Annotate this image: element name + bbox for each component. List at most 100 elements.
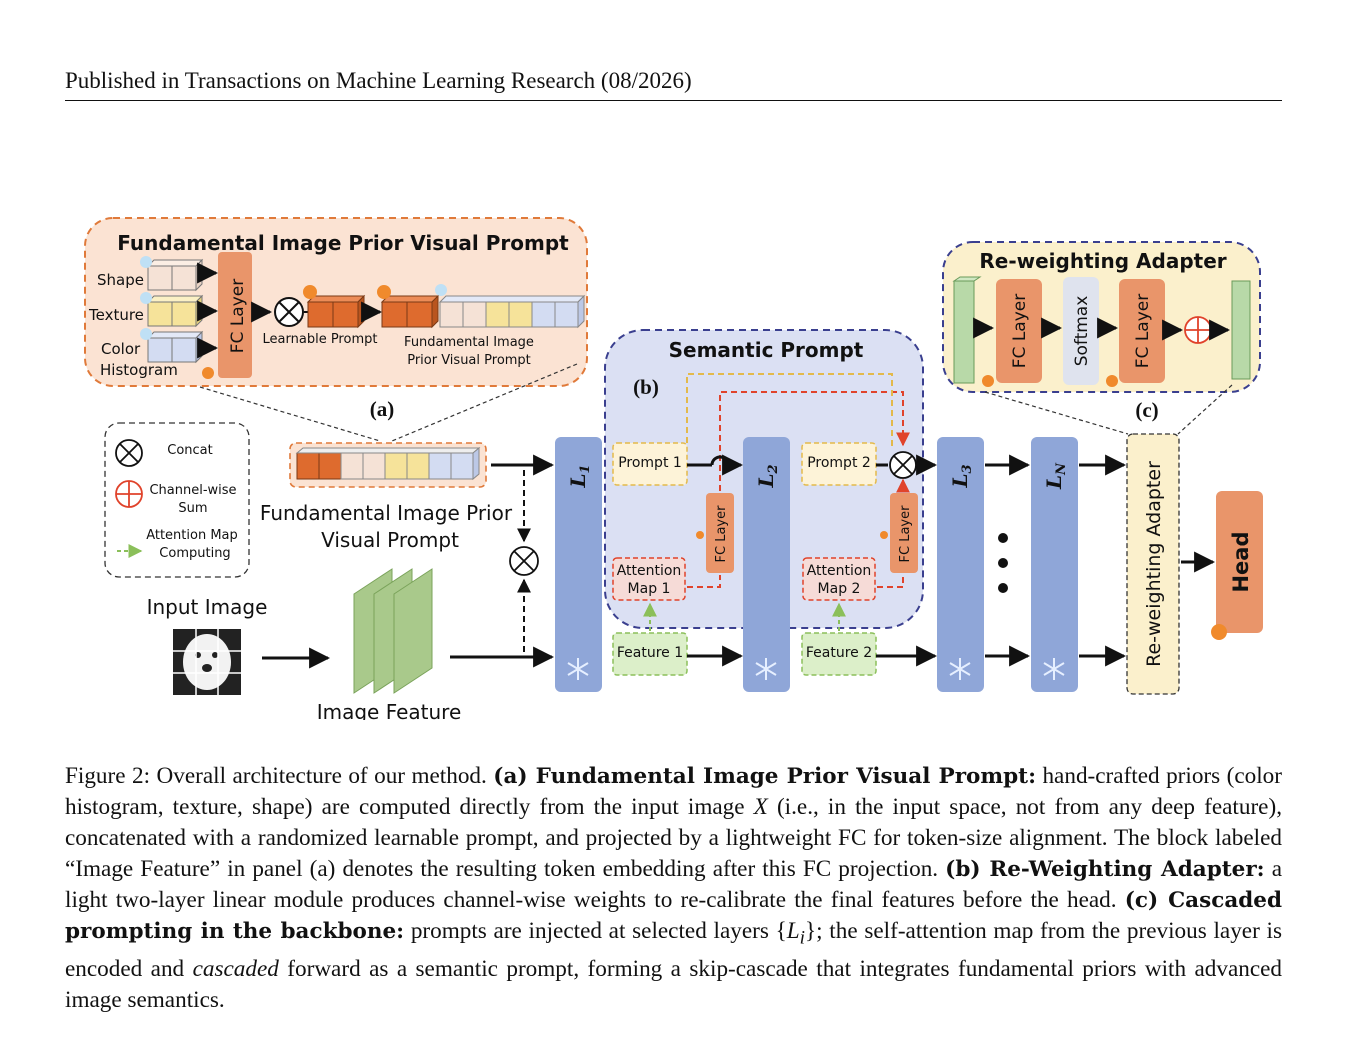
adapter-softmax-label: Softmax xyxy=(1072,296,1092,367)
caption-text: a light two-layer linear module produces… xyxy=(65,856,1282,913)
fire-icon xyxy=(1106,375,1118,387)
fipvp-small-line2: Prior Visual Prompt xyxy=(407,353,531,368)
ellipsis-dot xyxy=(998,533,1008,543)
layer-l2-label: L2 xyxy=(754,464,781,488)
fipvp-token-cubes xyxy=(295,446,481,481)
attention-map-2-line2: Map 2 xyxy=(818,581,861,597)
color-hist-cubes xyxy=(146,330,204,364)
layer-l3-label: L3 xyxy=(948,464,975,488)
legend-attn-2: Computing xyxy=(159,546,230,561)
head-label: Head xyxy=(1229,531,1253,592)
snowflake-icon xyxy=(1043,658,1065,680)
fipvp-cubes-top xyxy=(438,294,586,329)
caption-var-l: L xyxy=(786,918,800,944)
shape-label: Shape xyxy=(97,271,144,289)
learnable-prompt-cubes xyxy=(306,294,366,329)
fipvp-big-line2: Visual Prompt xyxy=(321,528,459,552)
caption-italic-cascaded: cascaded xyxy=(192,955,279,982)
layer-l2 xyxy=(743,437,790,692)
fipvp-small-line1: Fundamental Image xyxy=(404,335,534,350)
snowflake-icon xyxy=(435,284,447,296)
header-rule xyxy=(65,100,1282,101)
texture-cubes xyxy=(146,294,204,328)
adapter-fc-2-label: FC Layer xyxy=(1133,294,1153,368)
architecture-figure: Fundamental Image Prior Visual Prompt Sh… xyxy=(84,217,1263,720)
fc-layer-b1 xyxy=(706,493,734,573)
snowflake-icon xyxy=(140,328,152,340)
fire-icon xyxy=(696,531,704,539)
fire-icon xyxy=(303,285,317,299)
snowflake-icon xyxy=(140,256,152,268)
fc-layer-a-label: FC Layer xyxy=(228,279,248,353)
panel-a-title: Fundamental Image Prior Visual Prompt xyxy=(117,231,569,255)
reweighting-adapter-block xyxy=(1126,433,1180,695)
panel-c-label: (c) xyxy=(1135,398,1158,422)
fire-icon xyxy=(202,367,214,379)
caption-text: prompts are injected at selected layers … xyxy=(404,918,787,944)
reweighting-adapter-label: Re-weighting Adapter xyxy=(1143,461,1165,667)
ellipsis-dot xyxy=(998,583,1008,593)
adapter-title: Re-weighting Adapter xyxy=(979,249,1226,273)
adapter-output-bar xyxy=(1231,280,1251,380)
feature-2-label: Feature 2 xyxy=(806,645,872,661)
histogram-label: Histogram xyxy=(100,361,178,379)
attention-map-1-line2: Map 1 xyxy=(628,581,671,597)
legend-attn-1: Attention Map xyxy=(146,528,238,543)
fc-layer-b1-label: FC Layer xyxy=(714,505,729,563)
texture-label: Texture xyxy=(88,306,144,324)
image-feature-sheets xyxy=(353,568,433,694)
ellipsis-dot xyxy=(998,558,1008,568)
fc-output-cubes xyxy=(380,294,440,329)
caption-text: }; the self-attention map from the previ… xyxy=(65,918,1282,982)
caption-bold-b: (b) Re-Weighting Adapter: xyxy=(945,857,1265,882)
adapter-fc-1-label: FC Layer xyxy=(1010,294,1030,368)
prompt-2-label: Prompt 2 xyxy=(807,455,871,471)
feature-2-box xyxy=(801,632,877,676)
color-label: Color xyxy=(101,340,141,358)
layer-ln-label: LN xyxy=(1042,462,1069,490)
semantic-prompt-title: Semantic Prompt xyxy=(669,338,864,362)
attention-map-2-line1: Attention xyxy=(807,563,872,579)
legend-cws-1: Channel-wise xyxy=(149,483,236,498)
adapter-fc-2 xyxy=(1119,279,1165,383)
figure-caption: Figure 2: Overall architecture of our me… xyxy=(65,761,1282,1016)
input-image-label: Input Image xyxy=(147,595,268,619)
adapter-input-bar xyxy=(953,280,975,384)
caption-text: hand-crafted priors (color histogram, te… xyxy=(65,763,1282,820)
caption-bold-a: (a) Fundamental Image Prior Visual Promp… xyxy=(493,764,1037,789)
layer-l1 xyxy=(555,437,602,692)
feature-1-box xyxy=(612,632,688,676)
input-image-thumbnail xyxy=(173,629,241,695)
head-block xyxy=(1216,491,1263,633)
layer-l1-label: L1 xyxy=(566,464,593,488)
adapter-fc-1 xyxy=(996,279,1042,383)
running-header: Published in Transactions on Machine Lea… xyxy=(65,68,692,93)
learnable-prompt-label: Learnable Prompt xyxy=(263,332,378,347)
feature-1-label: Feature 1 xyxy=(617,645,683,661)
snowflake-icon xyxy=(567,658,589,680)
caption-text: (i.e., in the input space, not from any … xyxy=(65,794,1282,882)
shape-cubes xyxy=(146,258,204,292)
adapter-softmax xyxy=(1063,277,1099,385)
fire-icon xyxy=(982,375,994,387)
prompt-1-label: Prompt 1 xyxy=(618,455,682,471)
fc-layer-b2 xyxy=(890,493,918,573)
panel-a-label: (a) xyxy=(370,397,395,421)
fc-layer-b2-label: FC Layer xyxy=(898,505,913,563)
attention-map-1-box xyxy=(612,557,686,601)
legend-cws-2: Sum xyxy=(178,501,207,516)
fipvp-big-line1: Fundamental Image Prior xyxy=(260,501,513,525)
snowflake-icon xyxy=(755,658,777,680)
caption-text: forward as a semantic prompt, forming a … xyxy=(65,955,1283,1013)
fire-icon xyxy=(1211,624,1227,640)
panel-b-label: (b) xyxy=(633,375,659,399)
attention-map-1-line1: Attention xyxy=(617,563,682,579)
snowflake-icon xyxy=(140,292,152,304)
caption-var-i: i xyxy=(799,927,806,949)
fc-layer-a xyxy=(218,252,252,378)
caption-bold-c: (c) Cascaded prompting in the backbone: xyxy=(65,888,1282,944)
legend-concat: Concat xyxy=(167,443,212,458)
layer-l3 xyxy=(937,437,984,692)
caption-var-x: X xyxy=(753,794,768,820)
image-feature-label: Image Feature xyxy=(317,700,462,720)
